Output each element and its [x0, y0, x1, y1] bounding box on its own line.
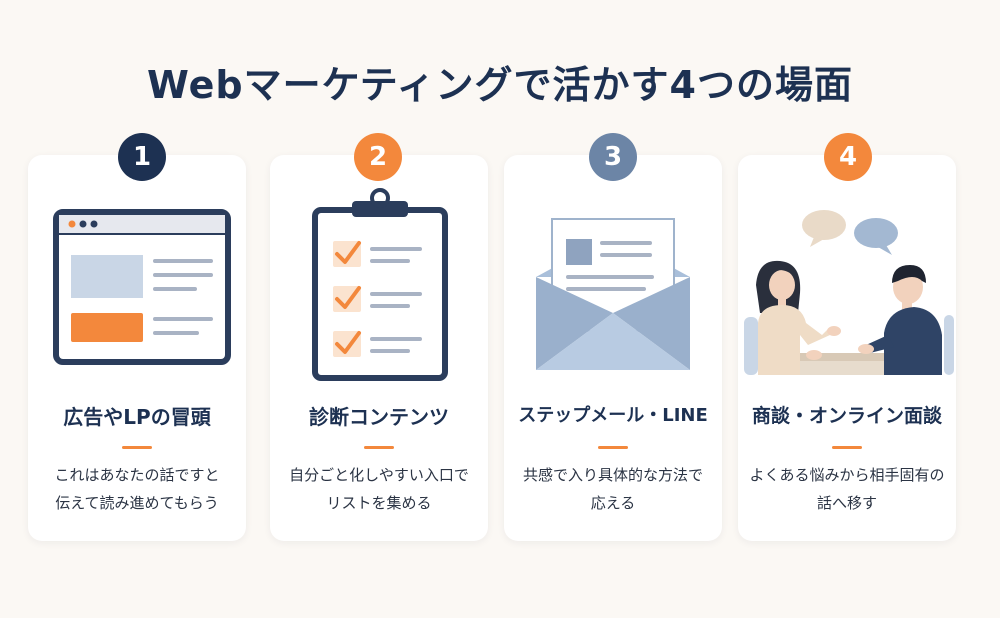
desc-line: 伝えて読み進めてもらう — [55, 494, 219, 512]
envelope-letter-icon — [536, 218, 690, 370]
title-underline — [598, 446, 628, 449]
card-title: 広告やLPの冒頭 — [63, 405, 211, 429]
card-diagnosis: 診断コンテンツ 自分ごと化しやすい入口で リストを集める — [270, 155, 488, 541]
desc-line: よくある悩みから相手固有の — [749, 466, 945, 484]
desc-line: これはあなたの話ですと — [54, 466, 220, 484]
card-description: これはあなたの話ですと 伝えて読み進めてもらう — [38, 461, 236, 517]
desc-line: 共感で入り具体的な方法で — [522, 466, 703, 484]
browser-window-icon — [53, 209, 231, 365]
page-title: Webマーケティングで活かす4つの場面 — [147, 63, 853, 107]
desc-line: 自分ごと化しやすい入口で — [289, 466, 469, 484]
title-underline — [832, 446, 862, 449]
desc-line: 話へ移す — [816, 494, 877, 512]
clipboard-checklist-icon — [312, 188, 448, 381]
card-title: ステップメール・LINE — [518, 405, 708, 426]
card-title: 診断コンテンツ — [309, 405, 449, 429]
desc-line: 応える — [590, 494, 636, 512]
card-ad-lp: 広告やLPの冒頭 これはあなたの話ですと 伝えて読み進めてもらう — [28, 155, 246, 541]
conversation-people-icon — [744, 210, 954, 375]
step-badge-4: 4 — [824, 133, 872, 181]
title-underline — [122, 446, 152, 449]
card-meeting: 商談・オンライン面談 よくある悩みから相手固有の 話へ移す — [738, 155, 956, 541]
step-badge-1: 1 — [118, 133, 166, 181]
card-description: よくある悩みから相手固有の 話へ移す — [748, 461, 946, 517]
step-badge-3: 3 — [589, 133, 637, 181]
card-description: 自分ごと化しやすい入口で リストを集める — [280, 461, 478, 517]
card-description: 共感で入り具体的な方法で 応える — [514, 461, 712, 517]
card-step-mail: ステップメール・LINE 共感で入り具体的な方法で 応える — [504, 155, 722, 541]
title-underline — [364, 446, 394, 449]
desc-line: リストを集める — [326, 494, 432, 512]
step-badge-2: 2 — [354, 133, 402, 181]
card-title: 商談・オンライン面談 — [751, 405, 942, 427]
